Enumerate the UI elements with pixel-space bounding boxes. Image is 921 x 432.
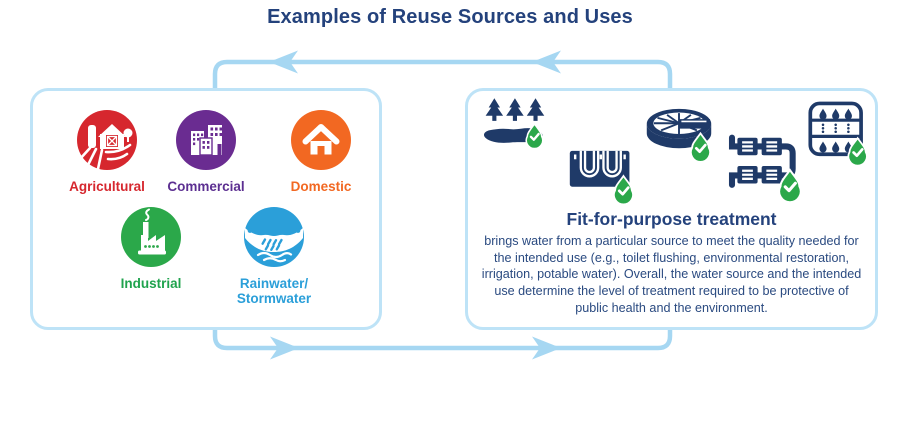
source-item-domestic: Domestic bbox=[273, 108, 369, 195]
source-item-rainwater-stormwater: Rainwater/ Stormwater bbox=[219, 205, 329, 307]
check-droplet-badge bbox=[525, 122, 544, 150]
house-icon bbox=[291, 110, 351, 170]
treatment-panel: Fit-for-purpose treatment brings water f… bbox=[465, 88, 878, 330]
left-arrowhead bbox=[532, 50, 561, 74]
sources-row-1: Agricultural bbox=[33, 108, 379, 195]
source-label: Industrial bbox=[120, 275, 182, 291]
factory-icon bbox=[121, 206, 181, 267]
treatment-units-icon bbox=[723, 134, 803, 204]
source-label: Agricultural bbox=[69, 179, 145, 194]
sources-panel: Agricultural bbox=[30, 88, 382, 330]
source-item-industrial: Industrial bbox=[96, 205, 206, 307]
check-droplet-badge bbox=[778, 168, 802, 204]
top-arrow-line bbox=[212, 59, 673, 90]
source-label: Rainwater/ Stormwater bbox=[236, 275, 312, 307]
treatment-heading: Fit-for-purpose treatment bbox=[566, 209, 777, 229]
membrane-filter-icon bbox=[808, 101, 868, 167]
bottom-arrow-line bbox=[212, 328, 673, 351]
source-label: Domestic bbox=[290, 179, 352, 194]
rain-cloud-icon bbox=[244, 206, 304, 267]
source-label: Commercial bbox=[167, 179, 245, 194]
left-arrowhead bbox=[269, 50, 298, 74]
check-droplet-badge bbox=[690, 131, 711, 163]
source-item-agricultural: Agricultural bbox=[59, 108, 155, 195]
wetland-pond-icon bbox=[482, 96, 552, 154]
treatment-channel-icon bbox=[563, 139, 641, 206]
clarifier-tank-icon bbox=[642, 101, 716, 163]
source-item-commercial: Commercial bbox=[158, 108, 254, 195]
city-buildings-icon bbox=[176, 110, 236, 170]
right-arrowhead bbox=[532, 336, 561, 360]
sources-row-2: Industrial Rainwate bbox=[33, 205, 379, 307]
page-title: Examples of Reuse Sources and Uses bbox=[267, 6, 633, 28]
treatment-description: brings water from a particular source to… bbox=[481, 234, 862, 315]
check-droplet-badge bbox=[613, 174, 634, 206]
check-droplet-badge bbox=[847, 136, 868, 167]
right-arrowhead bbox=[270, 336, 299, 360]
treatment-icons-row bbox=[468, 91, 875, 209]
farm-barn-icon bbox=[77, 110, 137, 171]
